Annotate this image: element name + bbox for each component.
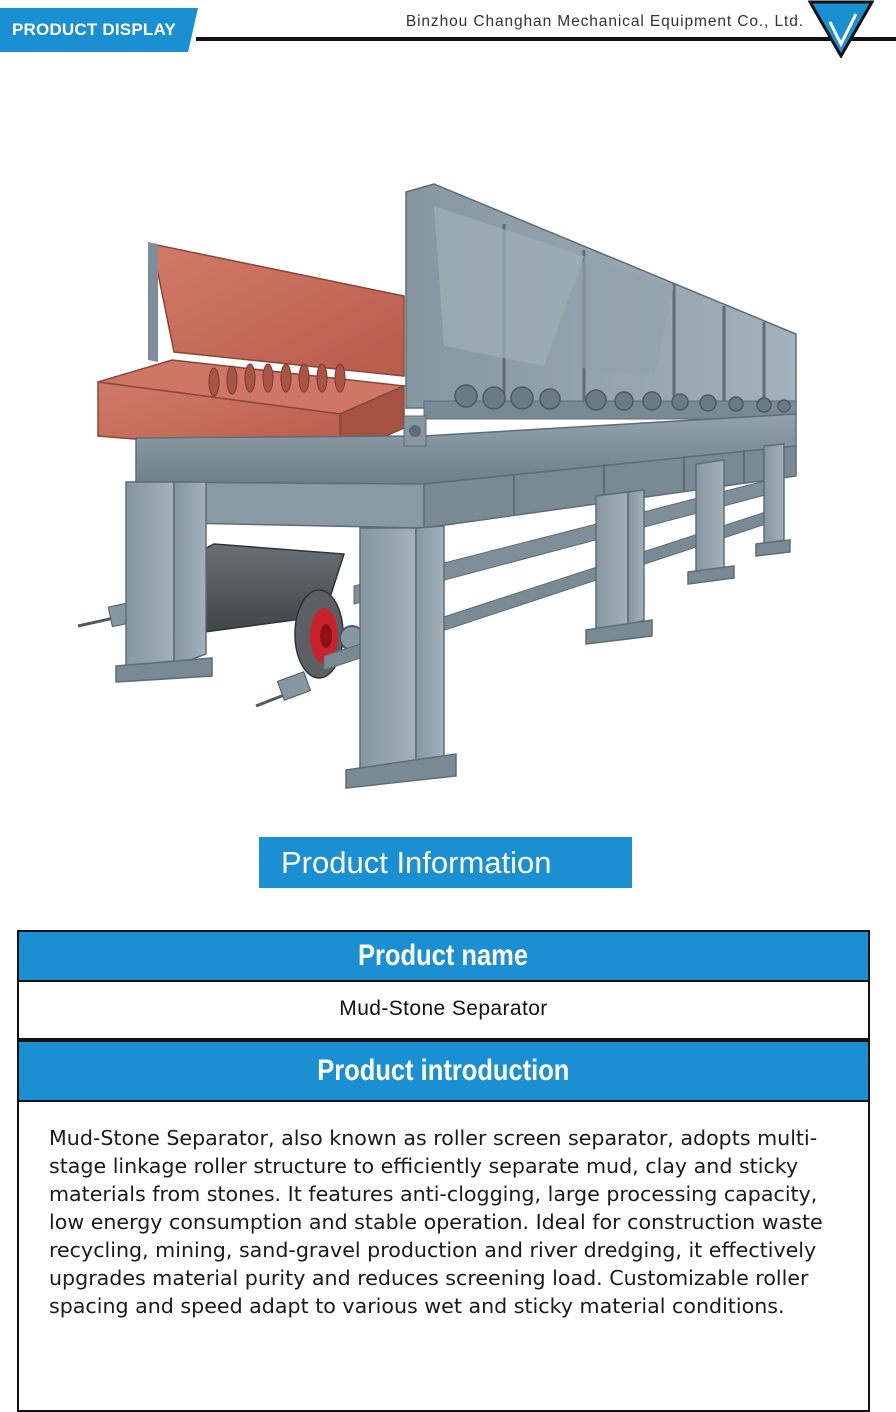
product-introduction-text: Mud-Stone Separator, also known as rolle… — [17, 1102, 870, 1412]
product-introduction-header-label: Product introduction — [317, 1054, 570, 1087]
product-introduction-header: Product introduction — [17, 1040, 870, 1102]
product-name-value: Mud-Stone Separator — [17, 982, 870, 1040]
header-divider — [196, 37, 896, 41]
product-information-banner: Product Information — [259, 837, 632, 888]
product-display-badge: PRODUCT DISPLAY — [0, 8, 198, 52]
company-name: Binzhou Changhan Mechanical Equipment Co… — [405, 13, 804, 30]
product-name-header-label: Product name — [358, 939, 529, 972]
product-name-header: Product name — [17, 930, 870, 982]
v-triangle-logo-icon — [808, 0, 874, 58]
product-info-table: Product name Mud-Stone Separator Product… — [17, 930, 870, 1412]
mud-stone-separator-machine-image — [77, 183, 797, 789]
page-header: PRODUCT DISPLAY Binzhou Changhan Mechani… — [0, 0, 896, 60]
